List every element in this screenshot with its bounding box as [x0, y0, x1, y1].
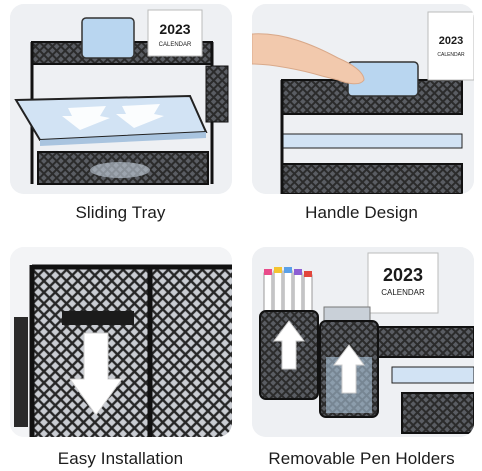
svg-text:CALENDAR: CALENDAR: [159, 42, 192, 48]
desk-calendar: 2023 CALENDAR: [147, 9, 203, 57]
down-arrow-icon: [116, 104, 164, 128]
down-arrow-icon: [69, 332, 123, 416]
svg-text:2023: 2023: [159, 21, 190, 37]
photo-handle-design: 2023 CALENDAR: [252, 4, 474, 194]
phone: [81, 17, 135, 59]
easy-installation-illustration: [10, 247, 232, 437]
caption-sliding-tray: Sliding Tray: [75, 203, 166, 222]
tray-shelf: [391, 366, 474, 384]
photo-removable-pen-holders: 2023 CALENDAR: [252, 247, 474, 437]
hand: [252, 33, 365, 85]
sliding-tray-illustration: 2023 CALENDAR: [10, 4, 232, 194]
markers: [263, 267, 313, 314]
desk-calendar: 2023 CALENDAR: [367, 252, 439, 314]
photo-easy-installation: [10, 247, 232, 437]
pen-holders-illustration: 2023 CALENDAR: [252, 247, 474, 437]
up-arrow-icon: [273, 320, 305, 370]
svg-text:2023: 2023: [383, 265, 423, 285]
shelf: [361, 326, 474, 358]
down-arrow-icon: [62, 106, 110, 130]
handle-design-illustration: 2023 CALENDAR: [252, 4, 474, 194]
caption-handle-design: Handle Design: [305, 203, 418, 222]
svg-text:CALENDAR: CALENDAR: [437, 52, 465, 58]
lower-shelf: [281, 163, 463, 194]
pen-cup: [205, 65, 229, 123]
tray-shelf: [281, 133, 463, 149]
desk-calendar: 2023 CALENDAR: [427, 11, 474, 81]
rail-slot: [62, 311, 134, 325]
side-panel-mesh: [32, 265, 232, 437]
caption-removable-pen-holders: Removable Pen Holders: [268, 449, 455, 468]
caption-easy-installation: Easy Installation: [57, 449, 184, 468]
svg-text:CALENDAR: CALENDAR: [381, 288, 425, 297]
up-arrow-icon: [333, 344, 365, 394]
svg-text:2023: 2023: [439, 35, 463, 47]
lower-shelf: [401, 392, 474, 434]
photo-sliding-tray: 2023 CALENDAR: [10, 4, 232, 194]
